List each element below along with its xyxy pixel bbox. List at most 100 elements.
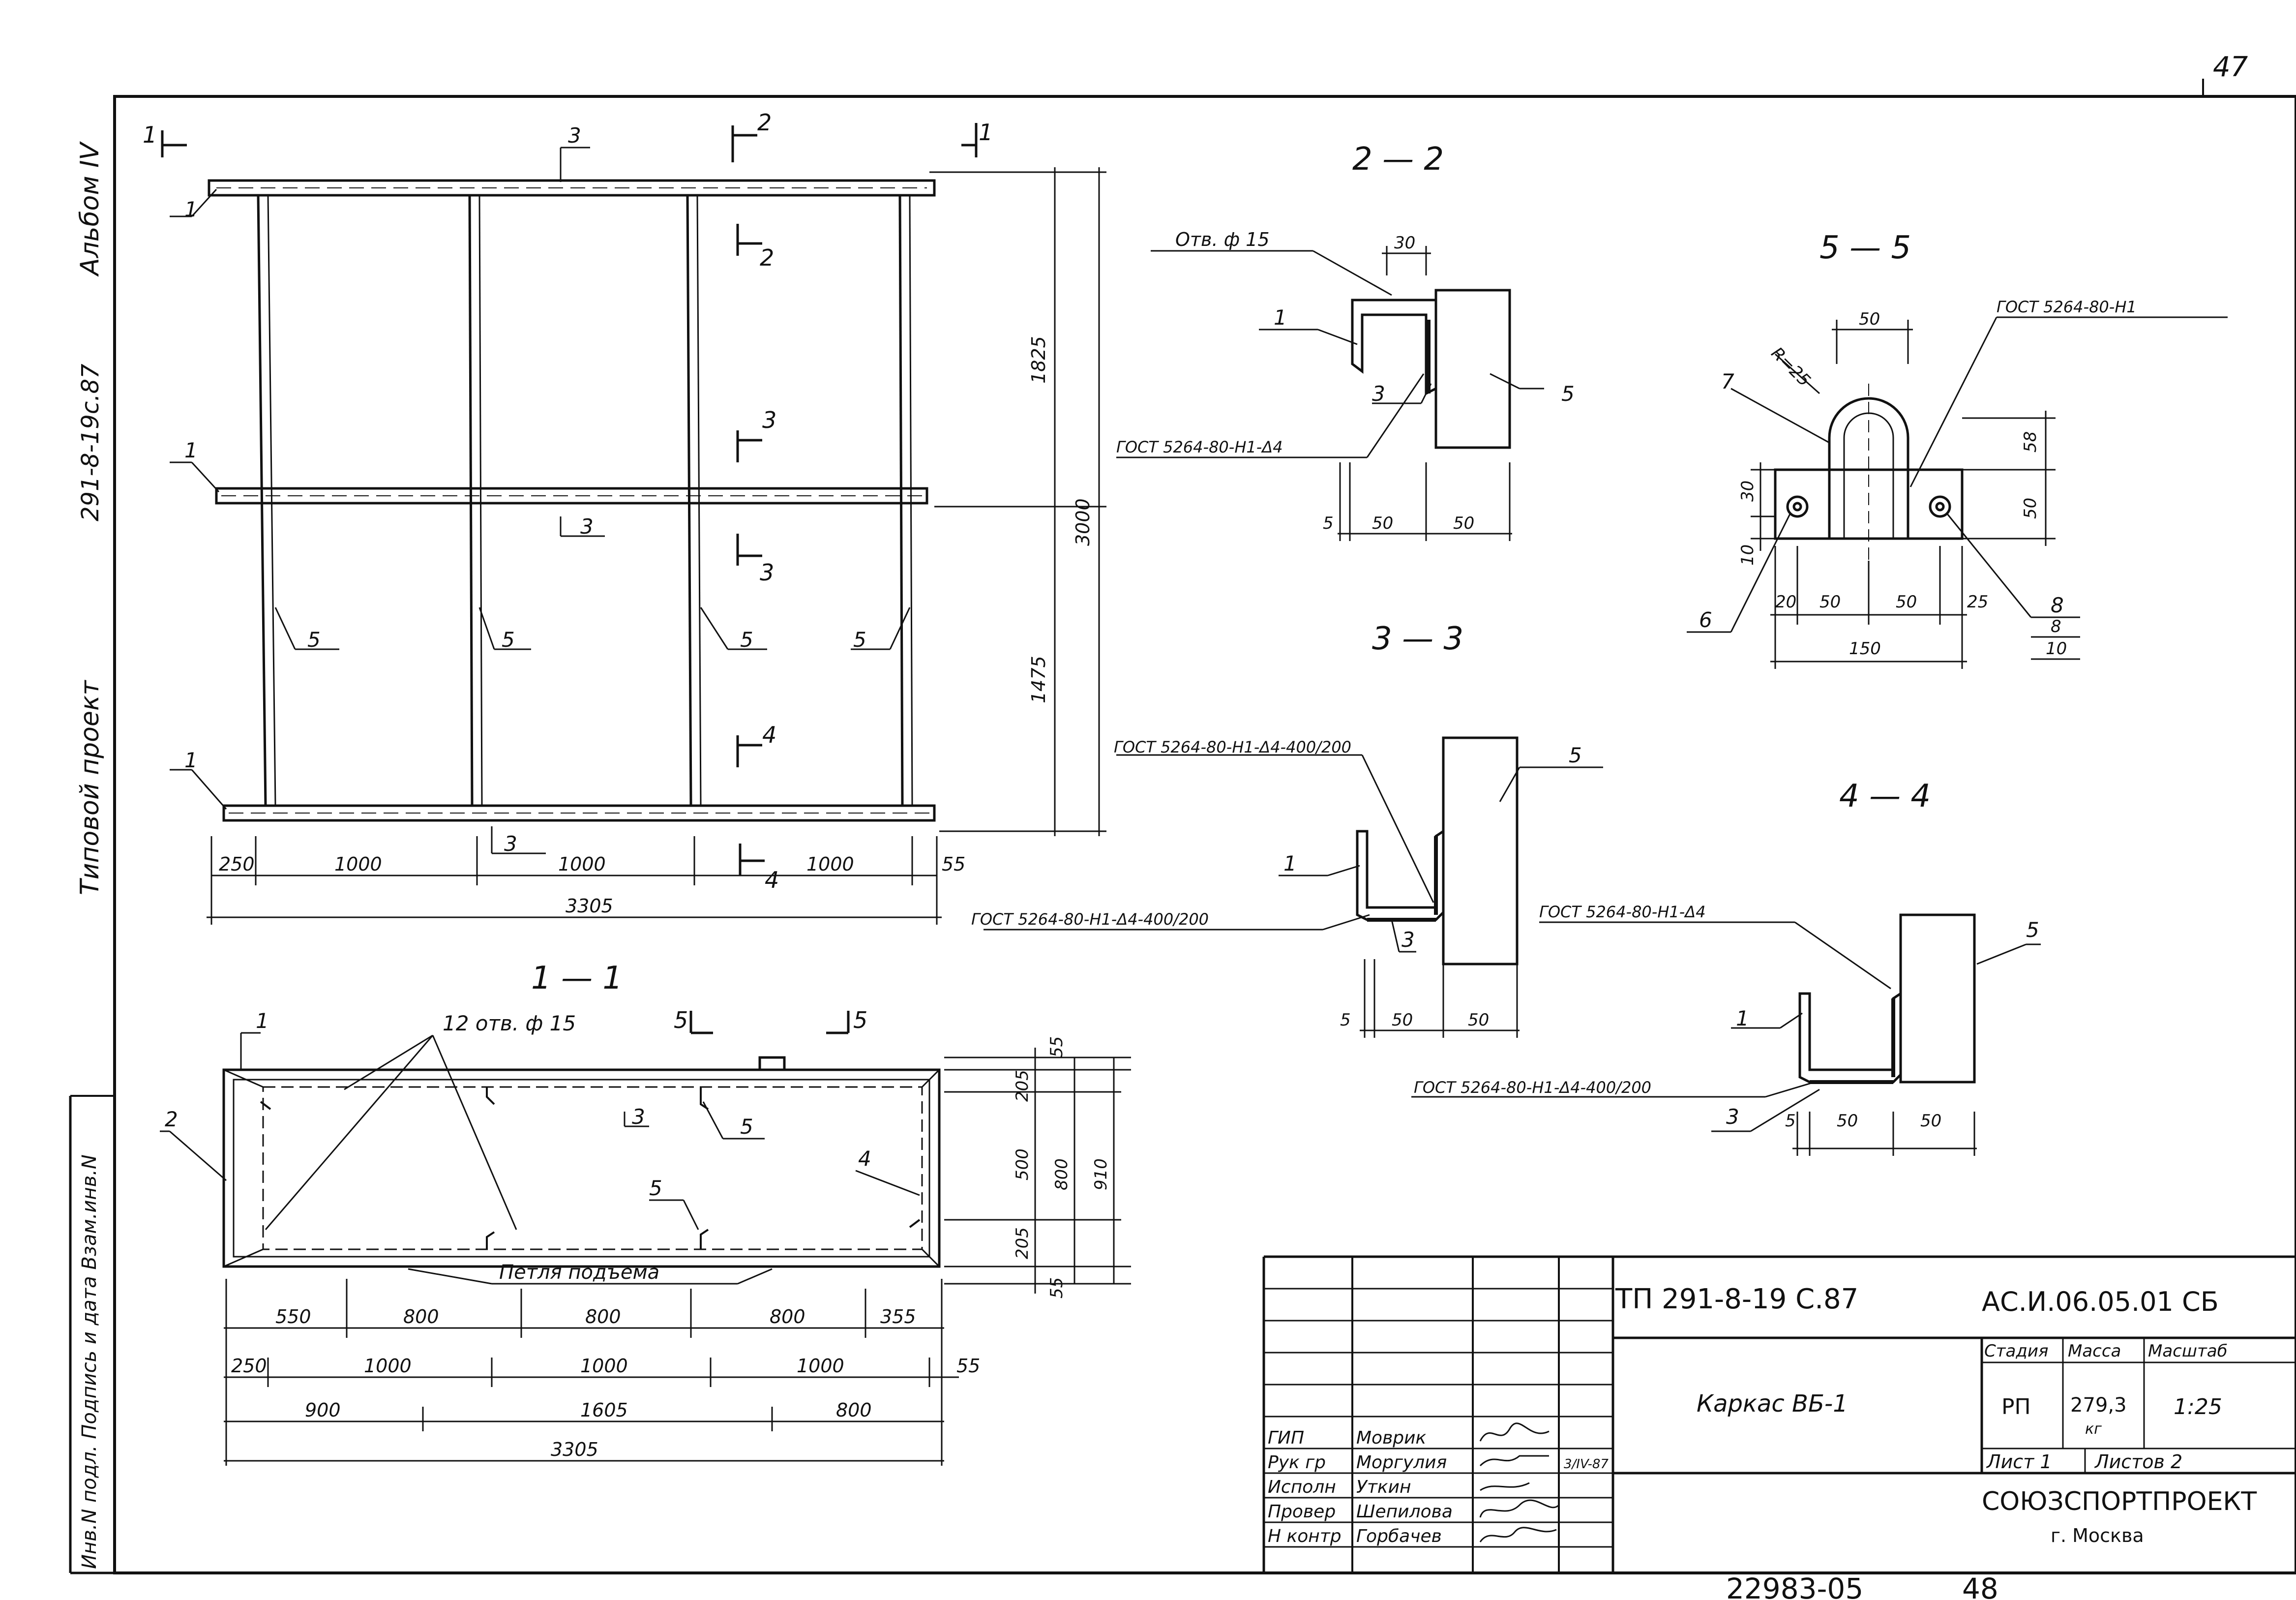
section-2-2-dim-30: 30 [1394,233,1415,253]
section-1-1-mark-2: 2 [165,1107,178,1131]
section-1-1-holes: 12 отв. ф 15 [443,1011,576,1035]
mark-3-bottom: 3 [504,832,517,856]
section-3-3-mark-5: 5 [1569,743,1582,767]
section-1-1-dim-r800: 800 [1052,1158,1072,1190]
section-5-5-dim-58: 58 [2021,431,2040,453]
name-nkontr: Горбачев [1356,1526,1442,1546]
mark-1-top: 1 [184,197,198,221]
section-3-3-mark-3: 3 [1401,928,1415,952]
mass-unit: кг [2085,1420,2102,1438]
section-5-5-dim-30: 30 [1738,481,1758,502]
cut-2-side: 2 [760,244,774,271]
section-5-5-fraction-den: 10 [2046,639,2067,659]
section-4-4-dim-50b: 50 [1920,1111,1941,1131]
dim-main-1000-b: 1000 [558,853,606,875]
scale-value: 1:25 [2174,1394,2222,1419]
section-1-1-dim-55: 55 [956,1355,980,1377]
stage-value: РП [2001,1394,2031,1419]
mass-value: 279,3 [2070,1394,2127,1417]
section-1-1-dim-1000b: 1000 [580,1355,628,1377]
role-prover: Провер [1268,1502,1336,1522]
mark-5-b: 5 [502,628,515,652]
cut-3-upper: 3 [762,407,776,433]
section-1-1-dim-r55b: 55 [1047,1277,1067,1298]
section-1-1-mark-1: 1 [256,1009,269,1033]
album-label: Альбом IV [75,141,105,277]
header-mass: Масса [2068,1341,2121,1361]
role-rukgr: Рук гр [1268,1452,1326,1473]
section-5-5-radius: R=25 [1767,343,1815,391]
section-5-5-dim-50b: 50 [1896,592,1917,612]
section-1-1-cut-5-left: 5 [674,1007,688,1033]
signatures [1479,1422,1560,1542]
section-4-4-weld-top: ГОСТ 5264-80-Н1-Δ4 [1539,903,1706,921]
mark-5-a: 5 [307,628,321,652]
cut-2-top: 2 [757,109,772,136]
section-1-1-dim-900: 900 [305,1399,341,1421]
sheet-frame [69,79,2296,1574]
section-5-5-dim-50a: 50 [1819,592,1841,612]
main-dim-right [929,167,1106,836]
dim-main-55: 55 [942,853,965,875]
name-prover: Шепилова [1356,1502,1453,1522]
mark-3-top: 3 [568,123,581,148]
section-2-2-mark-3: 3 [1372,382,1385,406]
sheets-label: Листов 2 [2094,1451,2182,1473]
section-5-5-dim-50-right: 50 [2021,498,2040,519]
section-1-1-dim-800a: 800 [403,1306,439,1328]
stamp-cells-label: Инв.N подл. Подпись и дата Взам.инв.N [78,1154,101,1569]
project-type-label: Типовой проект [75,680,105,895]
section-5-5-dim-20: 20 [1775,592,1796,612]
organization: СОЮЗСПОРТПРОЕКТ [1982,1487,2257,1516]
section-1-1-ribs [260,1087,921,1249]
section-1-1-dim-r55a: 55 [1047,1036,1067,1057]
role-nkontr: Н контр [1268,1526,1342,1546]
header-stage: Стадия [1984,1341,2048,1361]
section-4-4-mark-1: 1 [1736,1006,1749,1030]
title-block [1262,1255,2296,1573]
section-2-2-dim-50a: 50 [1372,513,1393,533]
section-1-1-dim-1605: 1605 [580,1399,628,1421]
section-5-5-dim-10: 10 [1738,544,1758,566]
section-5-5-fraction-num: 8 [2051,617,2061,636]
main-view-leaders [170,147,911,854]
cut-1-left: 1 [143,121,157,148]
section-3-3-weld-top: ГОСТ 5264-80-Н1-Δ4-400/200 [1114,738,1351,756]
mark-5-c: 5 [740,628,753,652]
section-3-3-drawing [984,736,1603,1038]
section-3-3-mark-1: 1 [1283,851,1297,875]
section-2-2-mark-1: 1 [1274,305,1287,330]
mark-3-mid: 3 [580,514,594,539]
section-5-5-drawing [1687,316,2228,669]
dim-main-250: 250 [219,853,255,875]
bottom-number: 22983-05 [1726,1572,1863,1600]
cut-3-lower: 3 [760,559,774,586]
section-5-5-dim-25: 25 [1967,592,1988,612]
name-gip: Моврик [1356,1428,1427,1448]
cut-1-right: 1 [979,119,993,146]
role-ispoln: Исполн [1268,1477,1336,1497]
section-1-1-mark-4: 4 [858,1147,871,1171]
dim-main-1825: 1825 [1028,336,1049,384]
section-1-1-cut-5-right: 5 [853,1007,867,1033]
section-4-4-mark-3: 3 [1726,1105,1739,1129]
section-1-1-dim-3305: 3305 [551,1439,598,1460]
section-5-5-title: 5 — 5 [1819,230,1911,266]
mark-5-d: 5 [853,628,866,652]
section-2-2-weld: ГОСТ 5264-80-Н1-Δ4 [1116,438,1283,456]
section-1-1-dim-1000c: 1000 [797,1355,844,1377]
section-cut-symbols [161,123,978,875]
name-rukgr: Моргулия [1356,1452,1447,1473]
section-4-4-drawing [1411,913,2041,1156]
dim-main-3000: 3000 [1072,498,1094,546]
city: г. Москва [2051,1525,2144,1546]
section-1-1-dim-355: 355 [880,1306,916,1328]
dim-main-1000-a: 1000 [334,853,382,875]
name-ispoln: Уткин [1356,1477,1411,1497]
cut-4-upper: 4 [762,722,776,748]
main-view-frame [208,179,936,822]
section-1-1-title: 1 — 1 [531,960,623,996]
section-4-4-title: 4 — 4 [1839,778,1931,815]
page-number: 47 [2213,51,2248,83]
